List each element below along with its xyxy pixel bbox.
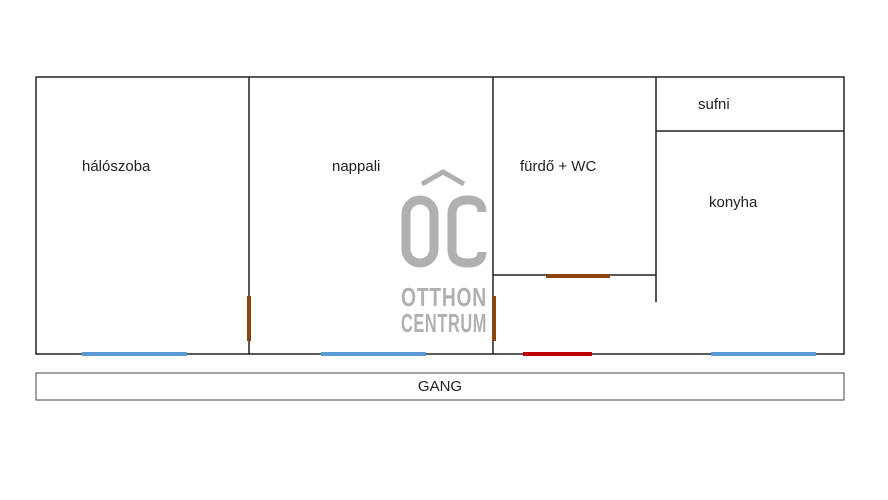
room-label-living: nappali — [332, 158, 380, 175]
room-label-bathroom: fürdő + WC — [520, 158, 596, 175]
logo-text-otthon: OTTHON — [401, 282, 487, 312]
corridor-label: GANG — [418, 378, 462, 395]
room-label-bedroom: hálószoba — [82, 158, 151, 175]
logo-roof-icon — [420, 169, 466, 187]
logo-text-centrum: CENTRUM — [401, 308, 487, 338]
logo-o-shape — [401, 195, 439, 268]
watermark-logo: OTTHON CENTRUM — [401, 169, 487, 338]
outer-wall — [35, 76, 845, 355]
room-label-shed: sufni — [698, 96, 730, 113]
logo-c-shape — [447, 195, 487, 268]
corridor-box — [35, 372, 845, 401]
room-label-kitchen: konyha — [709, 194, 758, 211]
